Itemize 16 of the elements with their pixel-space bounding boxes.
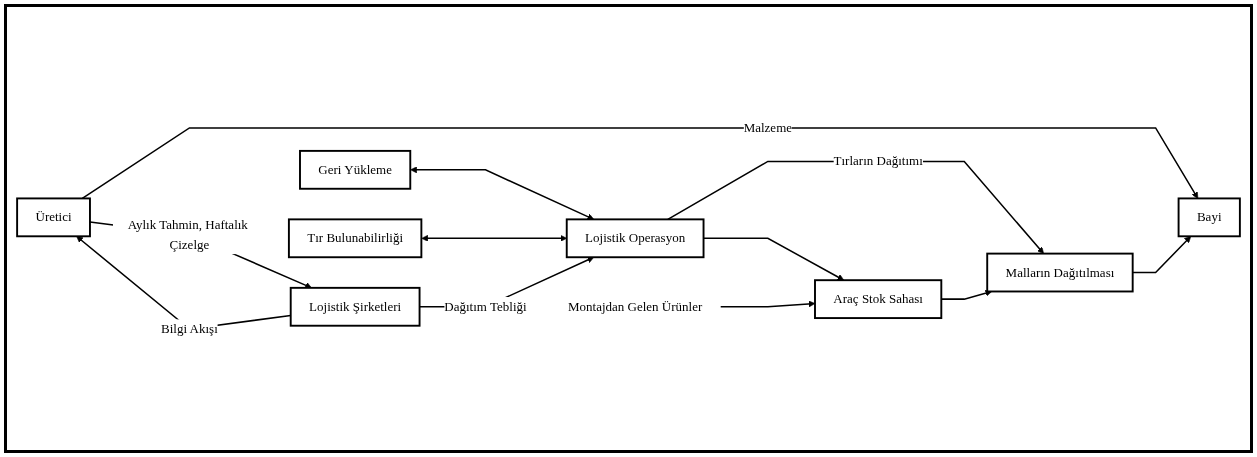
node-box: Tır Bulunabilirliği [287,218,423,259]
node-box: Bayi [1177,197,1241,238]
edge-label: Bilgi Akışı [161,321,218,337]
node-box: Lojistik Operasyon [565,218,705,259]
arrow [81,127,1199,200]
edge-label: Tırların Dağıtımı [833,153,923,169]
node-box: Malların Dağıtılması [986,252,1134,293]
node-box: Geri Yükleme [299,149,412,190]
node-box: Araç Stok Sahası [814,279,943,320]
arrow [410,166,595,220]
node-text: Montajdan Gelen Ürünler [567,299,703,314]
node-box: Lojistik Şirketleri [289,286,421,327]
edge-label: Dağıtım Tebliği [444,299,527,314]
edge-label: Malzeme [743,120,793,136]
edge-label: Aylık Tahmin, Haftalık Çizelge [127,217,248,252]
node-box: Üretici [16,197,91,238]
